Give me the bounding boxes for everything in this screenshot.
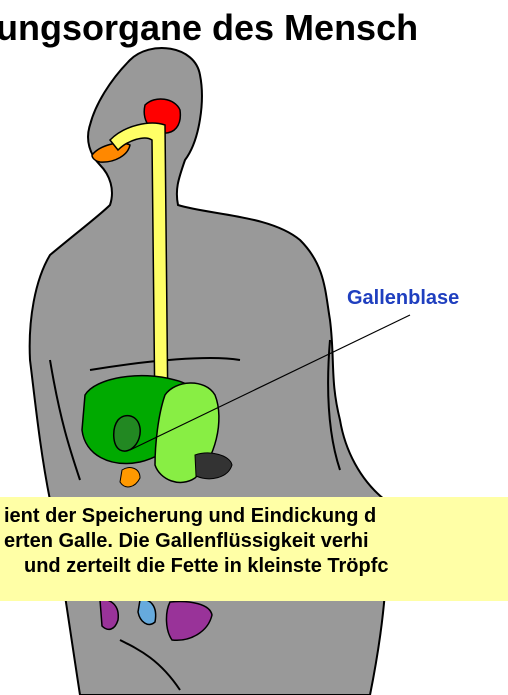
description-line-2: erten Galle. Die Gallenflüssigkeit verhi xyxy=(4,528,369,554)
description-box: ient der Speicherung und Eindickung d er… xyxy=(0,497,508,601)
description-line-3: und zerteilt die Fette in kleinste Tröpf… xyxy=(24,553,389,579)
page-title: ungsorgane des Mensch xyxy=(0,6,508,50)
description-line-1: ient der Speicherung und Eindickung d xyxy=(4,503,376,529)
gallbladder-label: Gallenblase xyxy=(347,287,459,310)
